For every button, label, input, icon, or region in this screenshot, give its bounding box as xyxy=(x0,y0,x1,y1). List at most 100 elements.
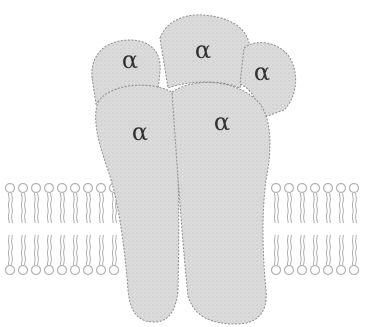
lipid-head xyxy=(45,266,54,275)
lipid-tail xyxy=(330,193,331,223)
lipid-tail xyxy=(304,235,305,265)
lipid-tail xyxy=(86,235,87,265)
lipid-tail xyxy=(116,235,117,265)
lipid-tail xyxy=(300,235,301,265)
lipid-head xyxy=(6,266,15,275)
lipid-tail xyxy=(51,193,52,223)
lipid-tail xyxy=(317,193,318,223)
lipid-tail xyxy=(326,193,327,223)
lipid-tail xyxy=(287,235,288,265)
lipid-tail xyxy=(47,235,48,265)
lipid-tail xyxy=(34,235,35,265)
lipid-head xyxy=(58,266,67,275)
lipid-tail xyxy=(60,193,61,223)
lipid-tail xyxy=(291,235,292,265)
lipid-tail xyxy=(103,193,104,223)
lipid-tail xyxy=(34,193,35,223)
lipid-tail xyxy=(60,235,61,265)
lipid-head xyxy=(32,266,41,275)
lipid-head xyxy=(272,184,281,193)
lipid-tail xyxy=(274,235,275,265)
lipid-tail xyxy=(73,193,74,223)
lipid-tail xyxy=(304,193,305,223)
lipid-tail xyxy=(291,193,292,223)
lipid-tail xyxy=(313,193,314,223)
lipid-tail xyxy=(339,193,340,223)
lipid-tail xyxy=(8,235,9,265)
lipid-head xyxy=(58,184,67,193)
lipid-tail xyxy=(330,235,331,265)
lipid-tail xyxy=(112,193,113,223)
lipid-head xyxy=(19,266,28,275)
lipid-tail xyxy=(103,235,104,265)
subunit-label-back-center: α xyxy=(195,36,211,64)
lipid-tail xyxy=(64,193,65,223)
lipid-head xyxy=(350,266,359,275)
lipid-head xyxy=(19,184,28,193)
lipid-tail xyxy=(38,193,39,223)
lipid-tail xyxy=(77,235,78,265)
lipid-head xyxy=(110,266,119,275)
lipid-head xyxy=(32,184,41,193)
lipid-head xyxy=(285,266,294,275)
lipid-tail xyxy=(352,193,353,223)
lipid-head xyxy=(71,184,80,193)
subunit-label-back-right: α xyxy=(254,58,270,86)
subunit-label-front-left: α xyxy=(132,118,148,146)
lipid-bilayer-right xyxy=(272,184,359,275)
lipid-tail xyxy=(343,235,344,265)
lipid-head xyxy=(285,184,294,193)
lipid-tail xyxy=(8,193,9,223)
lipid-tail xyxy=(343,193,344,223)
subunit-label-back-left: α xyxy=(122,46,138,74)
lipid-tail xyxy=(77,193,78,223)
lipid-tail xyxy=(112,235,113,265)
lipid-tail xyxy=(38,235,39,265)
lipid-head xyxy=(350,184,359,193)
lipid-head xyxy=(97,266,106,275)
lipid-tail xyxy=(21,235,22,265)
channel-protein: α α α α α xyxy=(92,15,296,324)
lipid-tail xyxy=(278,193,279,223)
lipid-head xyxy=(71,266,80,275)
lipid-head xyxy=(6,184,15,193)
lipid-tail xyxy=(352,235,353,265)
lipid-head xyxy=(298,266,307,275)
lipid-head xyxy=(45,184,54,193)
lipid-head xyxy=(97,184,106,193)
lipid-tail xyxy=(300,193,301,223)
lipid-head xyxy=(272,266,281,275)
lipid-tail xyxy=(47,193,48,223)
lipid-tail xyxy=(356,193,357,223)
subunit-label-front-right: α xyxy=(214,108,230,136)
lipid-tail xyxy=(51,235,52,265)
lipid-tail xyxy=(339,235,340,265)
lipid-tail xyxy=(86,193,87,223)
lipid-tail xyxy=(21,193,22,223)
lipid-tail xyxy=(12,193,13,223)
lipid-head xyxy=(311,184,320,193)
lipid-head xyxy=(311,266,320,275)
lipid-head xyxy=(324,184,333,193)
lipid-tail xyxy=(12,235,13,265)
lipid-tail xyxy=(64,235,65,265)
lipid-tail xyxy=(317,235,318,265)
lipid-tail xyxy=(274,193,275,223)
lipid-tail xyxy=(73,235,74,265)
lipid-tail xyxy=(99,235,100,265)
lipid-head xyxy=(337,184,346,193)
lipid-head xyxy=(324,266,333,275)
lipid-head xyxy=(337,266,346,275)
lipid-tail xyxy=(287,193,288,223)
lipid-tail xyxy=(356,235,357,265)
lipid-tail xyxy=(326,235,327,265)
lipid-tail xyxy=(99,193,100,223)
lipid-tail xyxy=(313,235,314,265)
lipid-tail xyxy=(278,235,279,265)
lipid-tail xyxy=(90,235,91,265)
lipid-head xyxy=(84,184,93,193)
lipid-bilayer-left xyxy=(6,184,119,275)
lipid-tail xyxy=(25,235,26,265)
lipid-head xyxy=(84,266,93,275)
